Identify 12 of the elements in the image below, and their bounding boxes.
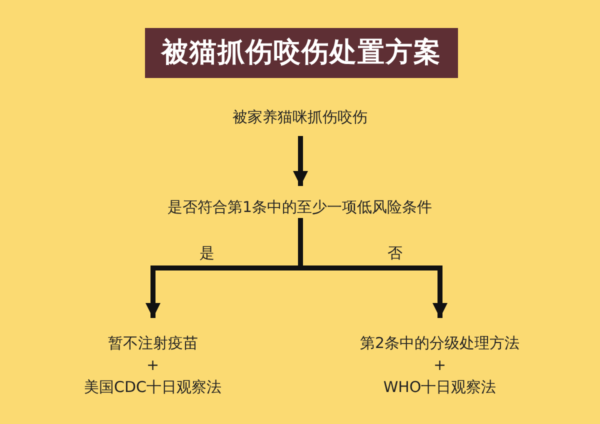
step-text: WHO十日观察法 [382, 377, 498, 398]
step-text: + [432, 355, 448, 376]
step-text: + [145, 355, 160, 376]
arrow [293, 136, 308, 186]
step-text: 第2条中的分级处理方法 [360, 333, 520, 354]
step-text: 是否符合第1条中的至少一项低风险条件 [168, 196, 432, 218]
edge-label: 否 [386, 244, 404, 262]
step-text: 被家养猫咪抓伤咬伤 [232, 106, 368, 128]
title-banner: 被猫抓伤咬伤处置方案 [145, 28, 458, 78]
step-text: 暂不注射疫苗 [106, 333, 199, 354]
step-text: 美国CDC十日观察法 [84, 377, 222, 398]
edge-label: 是 [198, 244, 216, 262]
